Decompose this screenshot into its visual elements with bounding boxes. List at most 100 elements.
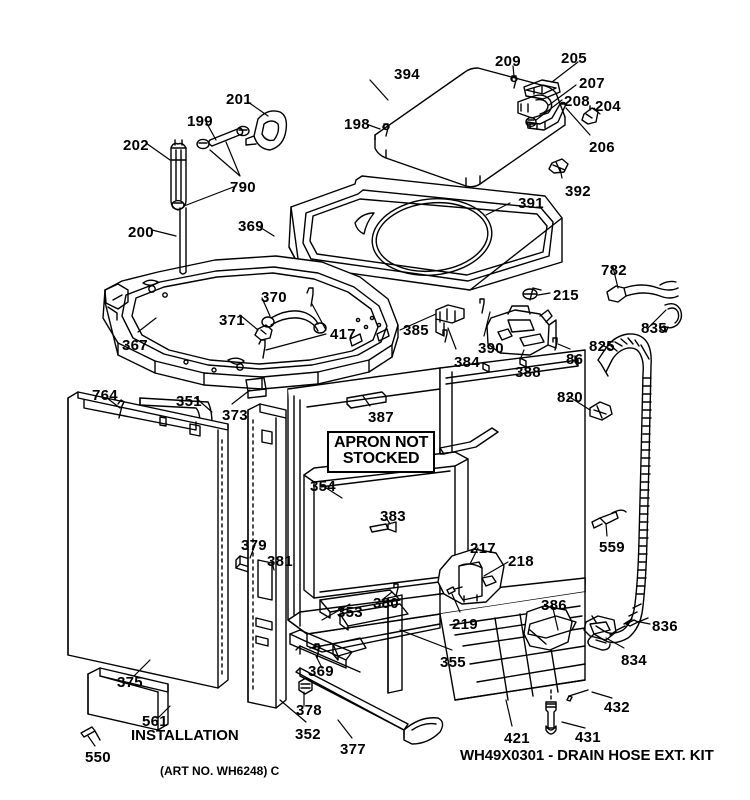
callout-386: 386	[541, 597, 567, 614]
part-432-pin	[566, 689, 589, 702]
apron-not-stocked-notice: APRON NOT STOCKED	[327, 431, 436, 473]
callout-219: 219	[452, 616, 478, 633]
callout-351: 351	[176, 393, 202, 410]
callout-825: 825	[589, 338, 615, 355]
part-200-suspension-rod	[179, 207, 187, 275]
callout-218: 218	[508, 553, 534, 570]
part-391-top-panel	[288, 175, 563, 291]
callout-834: 834	[621, 652, 647, 669]
apron-notice-line1: APRON NOT	[334, 434, 429, 451]
part-820-clip	[589, 401, 613, 421]
part-206-rod-assembly	[526, 101, 567, 131]
callout-820: 820	[557, 389, 583, 406]
drain-hose-kit-label: WH49X0301 - DRAIN HOSE EXT. KIT	[460, 747, 714, 764]
callout-367: 367	[122, 337, 148, 354]
part-202-spring-housing	[170, 139, 187, 211]
part-371-grommet	[254, 324, 273, 341]
callout-836: 836	[652, 618, 678, 635]
callout-209: 209	[495, 53, 521, 70]
callout-378: 378	[296, 702, 322, 719]
part-207-lid-hinge	[517, 94, 553, 119]
callout-431: 431	[575, 729, 601, 746]
installation-label: INSTALLATION	[131, 727, 239, 744]
callout-205: 205	[561, 50, 587, 67]
callout-385: 385	[403, 322, 429, 339]
part-384-screw	[442, 329, 448, 343]
art-number-label: (ART NO. WH6248) C	[160, 764, 280, 778]
callout-790: 790	[230, 179, 256, 196]
callout-215: 215	[553, 287, 579, 304]
part-385-bracket	[435, 304, 465, 337]
callout-354: 354	[310, 478, 336, 495]
part-417-pins	[258, 287, 314, 359]
callout-835: 835	[641, 320, 667, 337]
callout-353: 353	[337, 604, 363, 621]
part-835-clamp	[659, 302, 683, 333]
callout-417: 417	[330, 326, 356, 343]
callout-379: 379	[241, 537, 267, 554]
part-204-clip	[581, 105, 599, 125]
callout-387: 387	[368, 409, 394, 426]
callout-394: 394	[394, 66, 420, 83]
callout-381: 381	[267, 553, 293, 570]
callout-390: 390	[478, 340, 504, 357]
callout-86: 86	[566, 351, 584, 368]
callout-391: 391	[518, 195, 544, 212]
callout-206: 206	[589, 139, 615, 156]
part-431-leveling-leg	[545, 689, 557, 735]
callout-561: 561	[142, 713, 168, 730]
callout-217: 217	[470, 540, 496, 557]
callout-380: 380	[373, 595, 399, 612]
part-782-power-cord	[606, 280, 679, 303]
callout-204: 204	[595, 98, 621, 115]
callout-388: 388	[515, 364, 541, 381]
callout-421: 421	[504, 730, 530, 747]
part-834-bracket	[583, 615, 617, 641]
part-205-hinge	[523, 79, 561, 100]
callout-550: 550	[85, 749, 111, 766]
part-825-drain-hose	[587, 333, 652, 651]
callout-352: 352	[295, 726, 321, 743]
callout-207: 207	[579, 75, 605, 92]
part-392-clip	[548, 158, 569, 174]
part-352-side-panel	[247, 403, 287, 709]
part-367-cover-frame	[102, 255, 399, 399]
callout-559: 559	[599, 539, 625, 556]
callout-375: 375	[117, 674, 143, 691]
apron-notice-line2: STOCKED	[342, 450, 420, 468]
callout-371: 371	[219, 312, 245, 329]
part-561-literature	[87, 667, 169, 731]
callout-373: 373	[222, 407, 248, 424]
part-201-ball-cup	[245, 110, 288, 151]
part-386-bracket	[523, 605, 577, 651]
callout-377: 377	[340, 741, 366, 758]
callout-432: 432	[604, 699, 630, 716]
part-836-screw	[625, 617, 649, 627]
part-86-screw	[552, 337, 558, 351]
callout-392: 392	[565, 183, 591, 200]
part-208-grommet	[525, 116, 537, 128]
callout-384: 384	[454, 354, 480, 371]
callout-199: 199	[187, 113, 213, 130]
part-559-wire-clip	[591, 509, 627, 529]
callout-370: 370	[261, 289, 287, 306]
cabinet-body	[287, 349, 586, 635]
callout-202: 202	[123, 137, 149, 154]
leader-lines	[87, 61, 667, 747]
callout-355: 355	[440, 654, 466, 671]
part-394-lid	[374, 67, 566, 188]
callout-782: 782	[601, 262, 627, 279]
part-764-screw	[117, 399, 125, 419]
part-388-water-valve	[486, 287, 557, 356]
callout-369: 369	[308, 663, 334, 680]
part-219-screw	[446, 586, 463, 595]
part-550-screw	[80, 726, 101, 741]
part-198-screw	[382, 123, 390, 137]
callout-201: 201	[226, 91, 252, 108]
callout-764: 764	[92, 387, 118, 404]
callout-369: 369	[238, 218, 264, 235]
callout-208: 208	[564, 93, 590, 110]
callout-383: 383	[380, 508, 406, 525]
